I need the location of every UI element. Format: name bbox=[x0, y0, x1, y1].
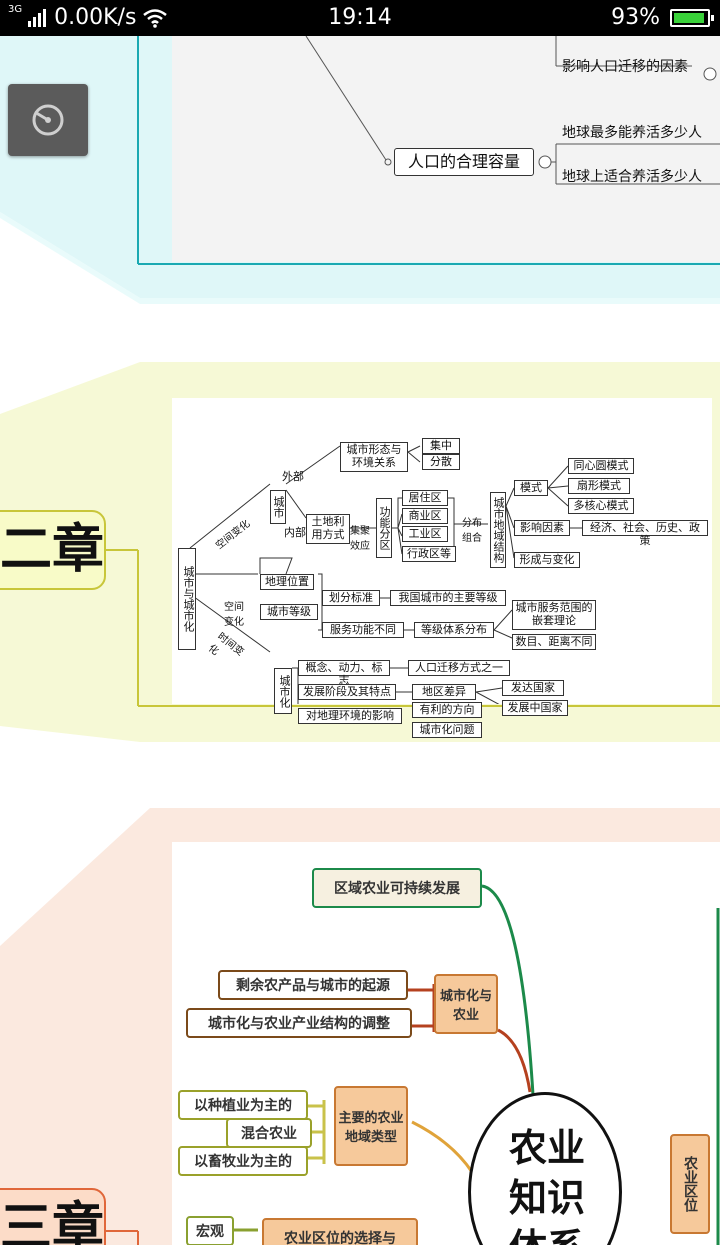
gauge-icon bbox=[32, 104, 64, 136]
planting-node[interactable]: 以种植业为主的 bbox=[178, 1090, 308, 1120]
location-node[interactable]: 地理位置 bbox=[260, 574, 314, 590]
mode-node[interactable]: 模式 bbox=[514, 480, 548, 496]
factors-node[interactable]: 影响因素 bbox=[514, 520, 570, 536]
beneficial-node[interactable]: 有利的方向 bbox=[412, 702, 482, 718]
city-level-node[interactable]: 城市等级 bbox=[260, 604, 318, 620]
migration-factors-label: 影响人口迁移的因素 bbox=[562, 59, 688, 75]
agglomeration-label: 集聚效应 bbox=[350, 526, 370, 552]
mixed-node[interactable]: 混合农业 bbox=[226, 1118, 312, 1148]
surplus-node[interactable]: 剩余农产品与城市的起源 bbox=[218, 970, 408, 1000]
distribution-label: 分布组合 bbox=[462, 518, 482, 544]
chapter2-label: 二章 bbox=[0, 519, 105, 580]
service-diff-node[interactable]: 服务功能不同 bbox=[322, 622, 404, 638]
outside-label: 外部 bbox=[282, 470, 304, 483]
network-type: 3G bbox=[8, 4, 23, 15]
functional-zones-node[interactable]: 功能分区 bbox=[376, 498, 392, 558]
section2-lines bbox=[189, 445, 582, 704]
city-form-node[interactable]: 城市形态与环境关系 bbox=[340, 442, 408, 472]
sustainable-node[interactable]: 区域农业可持续发展 bbox=[312, 868, 482, 908]
max-support-label: 地球最多能养活多少人 bbox=[562, 125, 702, 141]
status-left: 3G 0.00K/s bbox=[8, 4, 168, 30]
battery-percent: 93% bbox=[611, 5, 660, 30]
land-use-node[interactable]: 土地利用方式 bbox=[306, 514, 350, 544]
chapter2-tab[interactable]: 二章 bbox=[0, 510, 106, 590]
inside-label: 内部 bbox=[284, 526, 306, 539]
factors-list-node[interactable]: 经济、社会、历史、政策 bbox=[582, 520, 708, 546]
industrial-node[interactable]: 工业区 bbox=[402, 526, 448, 542]
criteria-node[interactable]: 划分标准 bbox=[322, 590, 380, 606]
floating-speed-button[interactable] bbox=[8, 84, 88, 156]
suitable-support-label: 地球上适合养活多少人 bbox=[562, 169, 702, 185]
section1-lines bbox=[305, 36, 720, 185]
signal-icon bbox=[28, 8, 47, 27]
urban-agri-node[interactable]: 城市化与农业 bbox=[434, 974, 498, 1034]
sector-node[interactable]: 扇形模式 bbox=[568, 478, 630, 494]
root-node[interactable]: 城市与城市化 bbox=[178, 548, 196, 650]
macro-node[interactable]: 宏观 bbox=[186, 1216, 234, 1245]
count-distance-node[interactable]: 数目、距离不同 bbox=[512, 634, 596, 650]
main-levels-node[interactable]: 我国城市的主要等级 bbox=[390, 590, 506, 606]
battery-icon bbox=[670, 8, 714, 27]
urbanization-node[interactable]: 城市化 bbox=[274, 668, 292, 714]
stages-node[interactable]: 发展阶段及其特点 bbox=[298, 684, 396, 700]
administrative-node[interactable]: 行政区等 bbox=[402, 546, 456, 562]
mindmap-canvas[interactable]: 影响人口迁移的因素 人口的合理容量 地球最多能养活多少人 地球上适合养活多少人 … bbox=[0, 36, 720, 1245]
developing-node[interactable]: 发展中国家 bbox=[502, 700, 568, 716]
env-impact-node[interactable]: 对地理环境的影响 bbox=[298, 708, 402, 724]
center-label: 农业知识体系 bbox=[508, 1126, 585, 1245]
main-types-node[interactable]: 主要的农业地域类型 bbox=[334, 1086, 408, 1166]
service-theory-node[interactable]: 城市服务范围的嵌套理论 bbox=[512, 600, 596, 630]
urban-structure-node[interactable]: 城市地域结构 bbox=[490, 492, 506, 568]
developed-node[interactable]: 发达国家 bbox=[502, 680, 564, 696]
livestock-node[interactable]: 以畜牧业为主的 bbox=[178, 1146, 308, 1176]
chapter3-tab[interactable]: 三章 bbox=[0, 1188, 106, 1245]
status-bar: 3G 0.00K/s 19:14 93% bbox=[0, 0, 720, 36]
hierarchy-node[interactable]: 等级体系分布 bbox=[414, 622, 494, 638]
commercial-node[interactable]: 商业区 bbox=[402, 508, 448, 524]
concentric-node[interactable]: 同心圆模式 bbox=[568, 458, 634, 474]
dispersed-node[interactable]: 分散 bbox=[422, 454, 460, 470]
capacity-node[interactable]: 人口的合理容量 bbox=[394, 148, 534, 176]
multi-nuclei-node[interactable]: 多核心模式 bbox=[568, 498, 634, 514]
section2-diagram: 城市与城市化 空间变化 空间变化 时间变化 城市 外部 内部 城市形态与环境关系… bbox=[172, 398, 712, 724]
migration-way-node[interactable]: 人口迁移方式之一 bbox=[408, 660, 510, 676]
formation-node[interactable]: 形成与变化 bbox=[514, 552, 580, 568]
city-node[interactable]: 城市 bbox=[270, 490, 286, 524]
space-change2-label: 空间变化 bbox=[224, 602, 244, 628]
regional-diff-node[interactable]: 地区差异 bbox=[412, 684, 476, 700]
status-right: 93% bbox=[611, 5, 714, 30]
agri-location-node[interactable]: 农业区位 bbox=[670, 1134, 710, 1234]
battery-fill bbox=[674, 12, 704, 23]
section3-diagram: 区域农业可持续发展 剩余农产品与城市的起源 城市化与农业产业结构的调整 城市化与… bbox=[172, 842, 720, 1245]
chapter3-label: 三章 bbox=[0, 1197, 105, 1245]
location-choice-node[interactable]: 农业区位的选择与 bbox=[262, 1218, 418, 1245]
clock: 19:14 bbox=[328, 5, 392, 30]
network-speed: 0.00K/s bbox=[54, 5, 137, 30]
residential-node[interactable]: 居住区 bbox=[402, 490, 448, 506]
concentrated-node[interactable]: 集中 bbox=[422, 438, 460, 454]
center-node[interactable]: 农业知识体系 bbox=[468, 1092, 622, 1245]
wifi-icon bbox=[143, 8, 168, 28]
section3-lines bbox=[234, 884, 720, 1245]
problems-node[interactable]: 城市化问题 bbox=[412, 722, 482, 738]
concept-node[interactable]: 概念、动力、标志 bbox=[298, 660, 390, 686]
structure-adjust-node[interactable]: 城市化与农业产业结构的调整 bbox=[186, 1008, 412, 1038]
section1-image: 影响人口迁移的因素 人口的合理容量 地球最多能养活多少人 地球上适合养活多少人 bbox=[172, 36, 720, 262]
